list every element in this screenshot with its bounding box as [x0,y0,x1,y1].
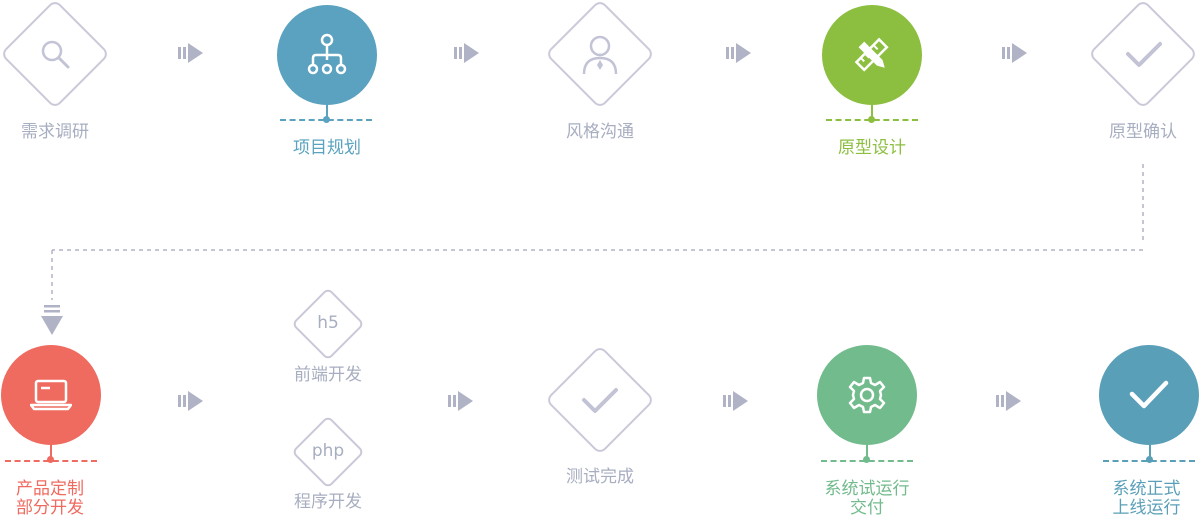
check-icon [1126,42,1162,67]
flow-arrow-icon [723,391,748,411]
step-testing-label: 测试完成 [566,467,634,487]
step-custom-underline [5,460,97,462]
step-prototype-label: 原型设计 [838,138,906,158]
step-trial-stem [866,445,868,459]
step-custom-label-line1: 产品定制 [16,479,84,499]
step-launch-stem [1149,445,1151,459]
step-custom-stem [50,445,52,459]
step-confirm-label: 原型确认 [1109,122,1177,142]
step-prototype-stem [871,105,873,119]
check-icon [582,388,618,413]
flow-arrow-icon [448,391,473,411]
step-trial-circle [817,345,917,445]
step-trial-dot [863,456,870,463]
step-research-label: 需求调研 [21,122,89,142]
step-launch-circle [1099,345,1199,445]
step-style-label: 风格沟通 [566,122,634,142]
step-custom-label-line2: 部分开发 [16,498,84,518]
step-backend-label: 程序开发 [294,492,362,512]
step-prototype-underline [826,119,918,121]
check-icon [1129,380,1169,409]
user-icon [582,35,618,75]
step-frontend-label: 前端开发 [294,365,362,385]
step-planning-stem [326,105,328,119]
flow-arrow-icon [454,43,479,63]
step-launch-dot [1146,456,1153,463]
flow-arrow-icon [178,43,203,63]
step-backend-badge: php [311,441,345,461]
step-launch-label-line2: 上线运行 [1112,498,1181,518]
search-icon [41,40,70,69]
step-planning-underline [280,119,372,121]
step-planning-label: 项目规划 [293,138,361,158]
step-trial-label-line2: 交付 [850,498,884,518]
flow-arrow-icon [1002,43,1027,63]
flow-arrow-icon [996,391,1021,411]
gear-icon [848,376,886,414]
step-frontend-badge: h5 [317,313,339,333]
step-custom-dot [47,456,54,463]
step-launch-underline [1103,460,1195,462]
step-launch-label-line1: 系统正式 [1112,479,1181,499]
laptop-icon [30,379,72,411]
step-trial-label-line1: 系统试运行 [824,479,910,499]
step-trial-underline [821,460,913,462]
flow-arrow-icon [178,391,203,411]
step-custom-circle [1,345,101,445]
hierarchy-icon [307,33,347,75]
pencil-ruler-icon [854,37,889,72]
flow-arrow-icon [726,43,751,63]
